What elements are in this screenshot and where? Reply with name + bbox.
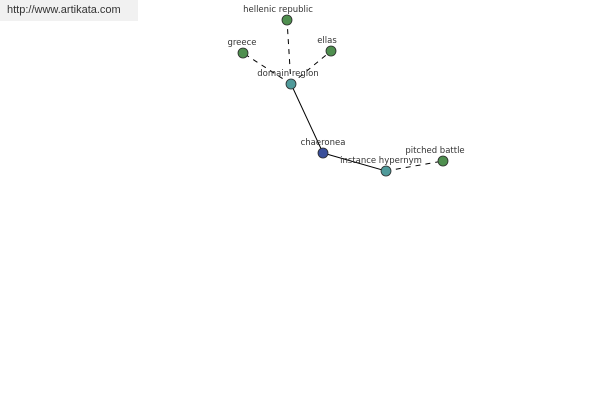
node-label-chaeronea[interactable]: chaeronea: [301, 138, 346, 148]
node-label-pitched_battle[interactable]: pitched battle: [405, 146, 464, 156]
node-label-ellas[interactable]: ellas: [317, 36, 337, 46]
node-label-hellenic_republic[interactable]: hellenic republic: [243, 5, 313, 15]
node-label-greece[interactable]: greece: [227, 38, 256, 48]
node-greece[interactable]: [237, 47, 249, 59]
node-pitched_battle[interactable]: [437, 155, 449, 167]
edge-chaeronea-domain_region: [290, 83, 324, 154]
node-instance_hypernym[interactable]: [380, 165, 392, 177]
labels-layer: chaeronea domain region instance hypernym h…: [227, 5, 464, 166]
node-label-instance_hypernym[interactable]: instance hypernym: [340, 156, 422, 166]
edges-layer: [242, 19, 444, 172]
node-chaeronea[interactable]: [317, 147, 329, 159]
edge-chaeronea-instance_hypernym: [322, 152, 387, 172]
node-ellas[interactable]: [325, 45, 337, 57]
source-url-banner[interactable]: http://www.artikata.com: [0, 0, 138, 21]
node-hellenic_republic[interactable]: [281, 14, 293, 26]
edge-domain_region-ellas: [290, 50, 332, 85]
edge-domain_region-hellenic_republic: [286, 19, 292, 85]
nodes-layer: [237, 14, 449, 177]
node-domain_region[interactable]: [285, 78, 297, 90]
node-label-domain_region[interactable]: domain region: [257, 69, 318, 79]
